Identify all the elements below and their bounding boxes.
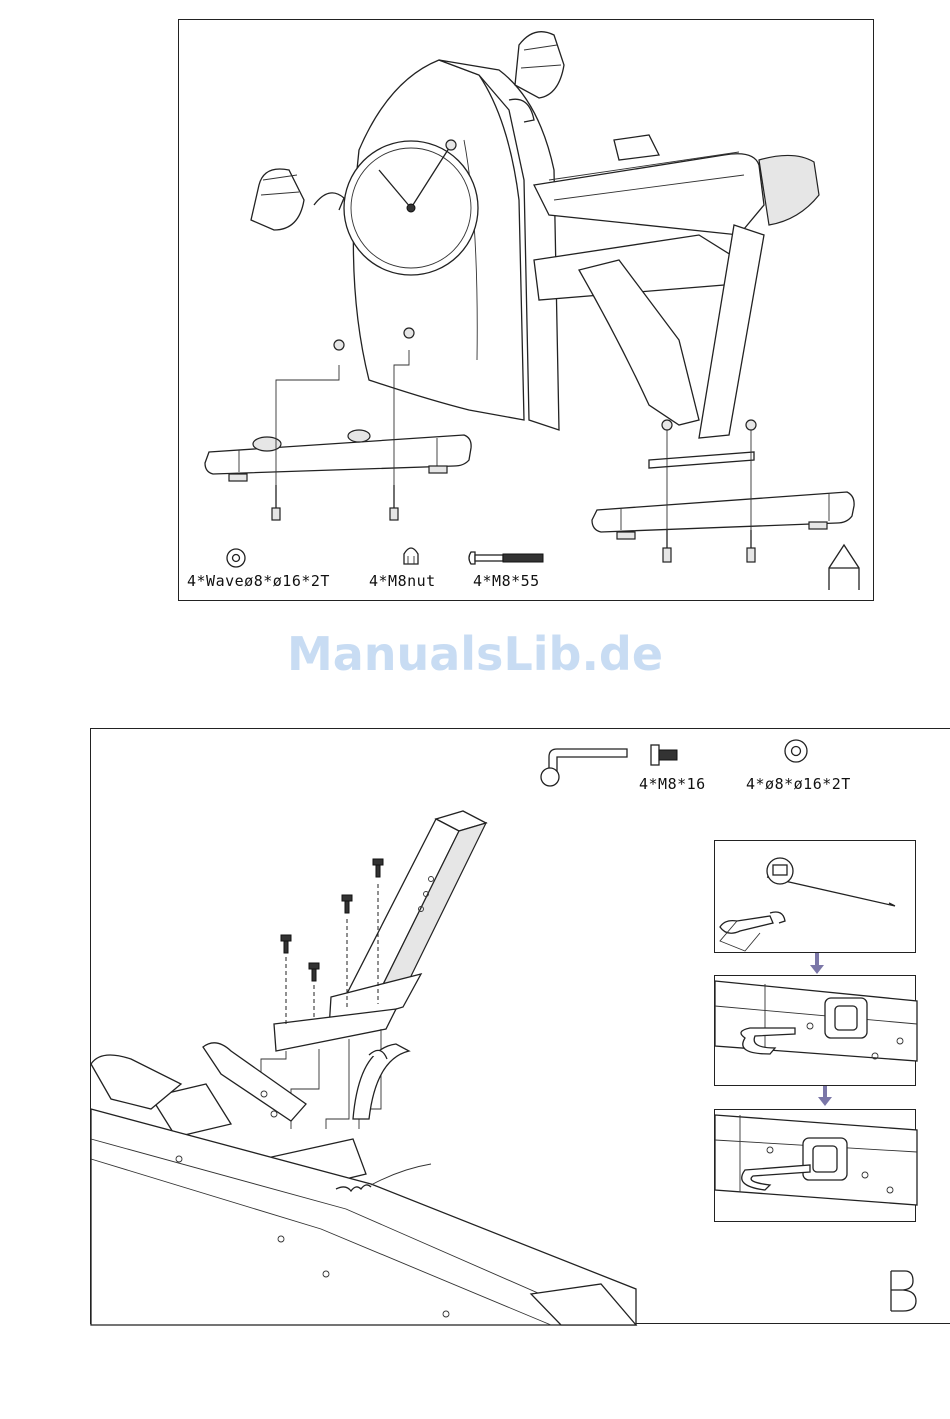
step-a-illustration	[179, 20, 875, 602]
step-letter-a	[829, 545, 859, 590]
main-housing	[344, 60, 559, 430]
wave-washer-icon	[227, 549, 245, 567]
inset-arrows	[91, 729, 950, 1325]
acorn-nut-icon	[404, 548, 418, 564]
part-label-m8x55-bolt: 4*M8*55	[473, 572, 540, 590]
part-label-wave-washer: 4*Waveø8*ø16*2T	[187, 572, 330, 590]
rear-stabilizer	[592, 492, 854, 539]
left-pedal	[251, 169, 344, 230]
watermark: ManualsLib.de	[0, 627, 950, 681]
carriage-bolt-icon	[469, 552, 543, 564]
seat-frame	[534, 135, 819, 468]
front-stabilizer	[205, 430, 471, 481]
step-a-panel: 4*Waveø8*ø16*2T 4*M8nut 4*M8*55	[178, 19, 874, 601]
part-label-m8-nut: 4*M8nut	[369, 572, 436, 590]
step-b-panel: 4*M8*16 4*ø8*ø16*2T	[90, 728, 950, 1324]
